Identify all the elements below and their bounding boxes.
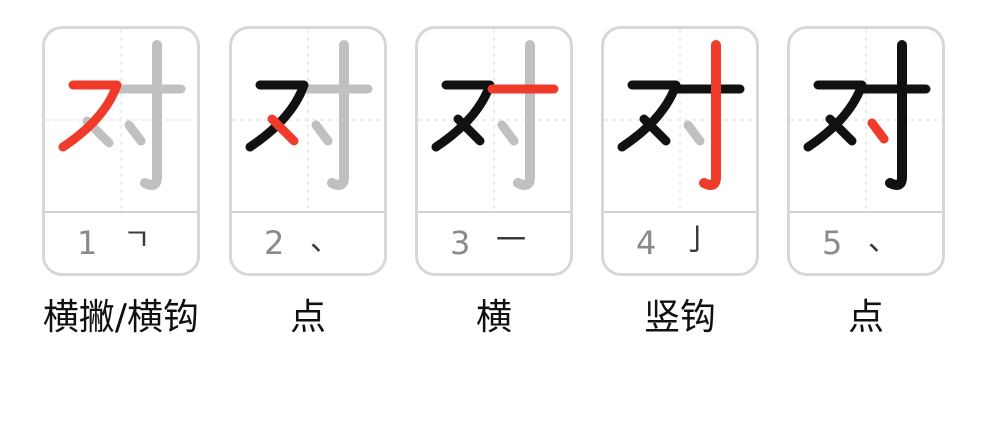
stroke-shape-glyph: 、 [310, 223, 340, 258]
card-divider [418, 211, 570, 213]
character-glyph [45, 29, 197, 211]
card-divider [604, 211, 756, 213]
stroke-name-5: 点 [847, 297, 884, 338]
card-footer: 3 一 [418, 213, 570, 273]
character-canvas [232, 29, 384, 211]
card-footer: 2 、 [232, 213, 384, 273]
card-footer: 1 ㄱ [45, 213, 197, 273]
stroke-shape-glyph: 一 [496, 223, 526, 258]
stroke-card-3[interactable]: 3 一 [415, 26, 573, 276]
stroke-card-4[interactable]: 4 亅 [601, 26, 759, 276]
character-glyph [790, 29, 942, 211]
stroke-name-4: 竖钩 [643, 297, 716, 338]
stroke-shape-glyph: 、 [868, 223, 898, 258]
step-number: 1 [77, 224, 98, 262]
character-canvas [45, 29, 197, 211]
card-footer: 4 亅 [604, 213, 756, 273]
character-canvas [418, 29, 570, 211]
character-glyph [232, 29, 384, 211]
card-footer: 5 、 [790, 213, 942, 273]
stroke-shape-glyph: 亅 [682, 223, 712, 258]
stroke-name-1: 横撇/横钩 [42, 297, 200, 338]
stroke-card-5[interactable]: 5 、 [787, 26, 945, 276]
stroke-name-2: 点 [289, 297, 326, 338]
step-number: 2 [264, 224, 285, 262]
stroke-shape-glyph: ㄱ [123, 223, 151, 258]
character-glyph [418, 29, 570, 211]
step-number: 4 [636, 224, 657, 262]
character-canvas [604, 29, 756, 211]
stroke-card-2[interactable]: 2 、 [229, 26, 387, 276]
card-divider [232, 211, 384, 213]
character-glyph [604, 29, 756, 211]
step-number: 3 [450, 224, 471, 262]
step-number: 5 [822, 224, 843, 262]
character-canvas [790, 29, 942, 211]
stroke-card-1[interactable]: 1 ㄱ [42, 26, 200, 276]
card-divider [790, 211, 942, 213]
stroke-name-3: 横 [475, 297, 512, 338]
card-divider [45, 211, 197, 213]
